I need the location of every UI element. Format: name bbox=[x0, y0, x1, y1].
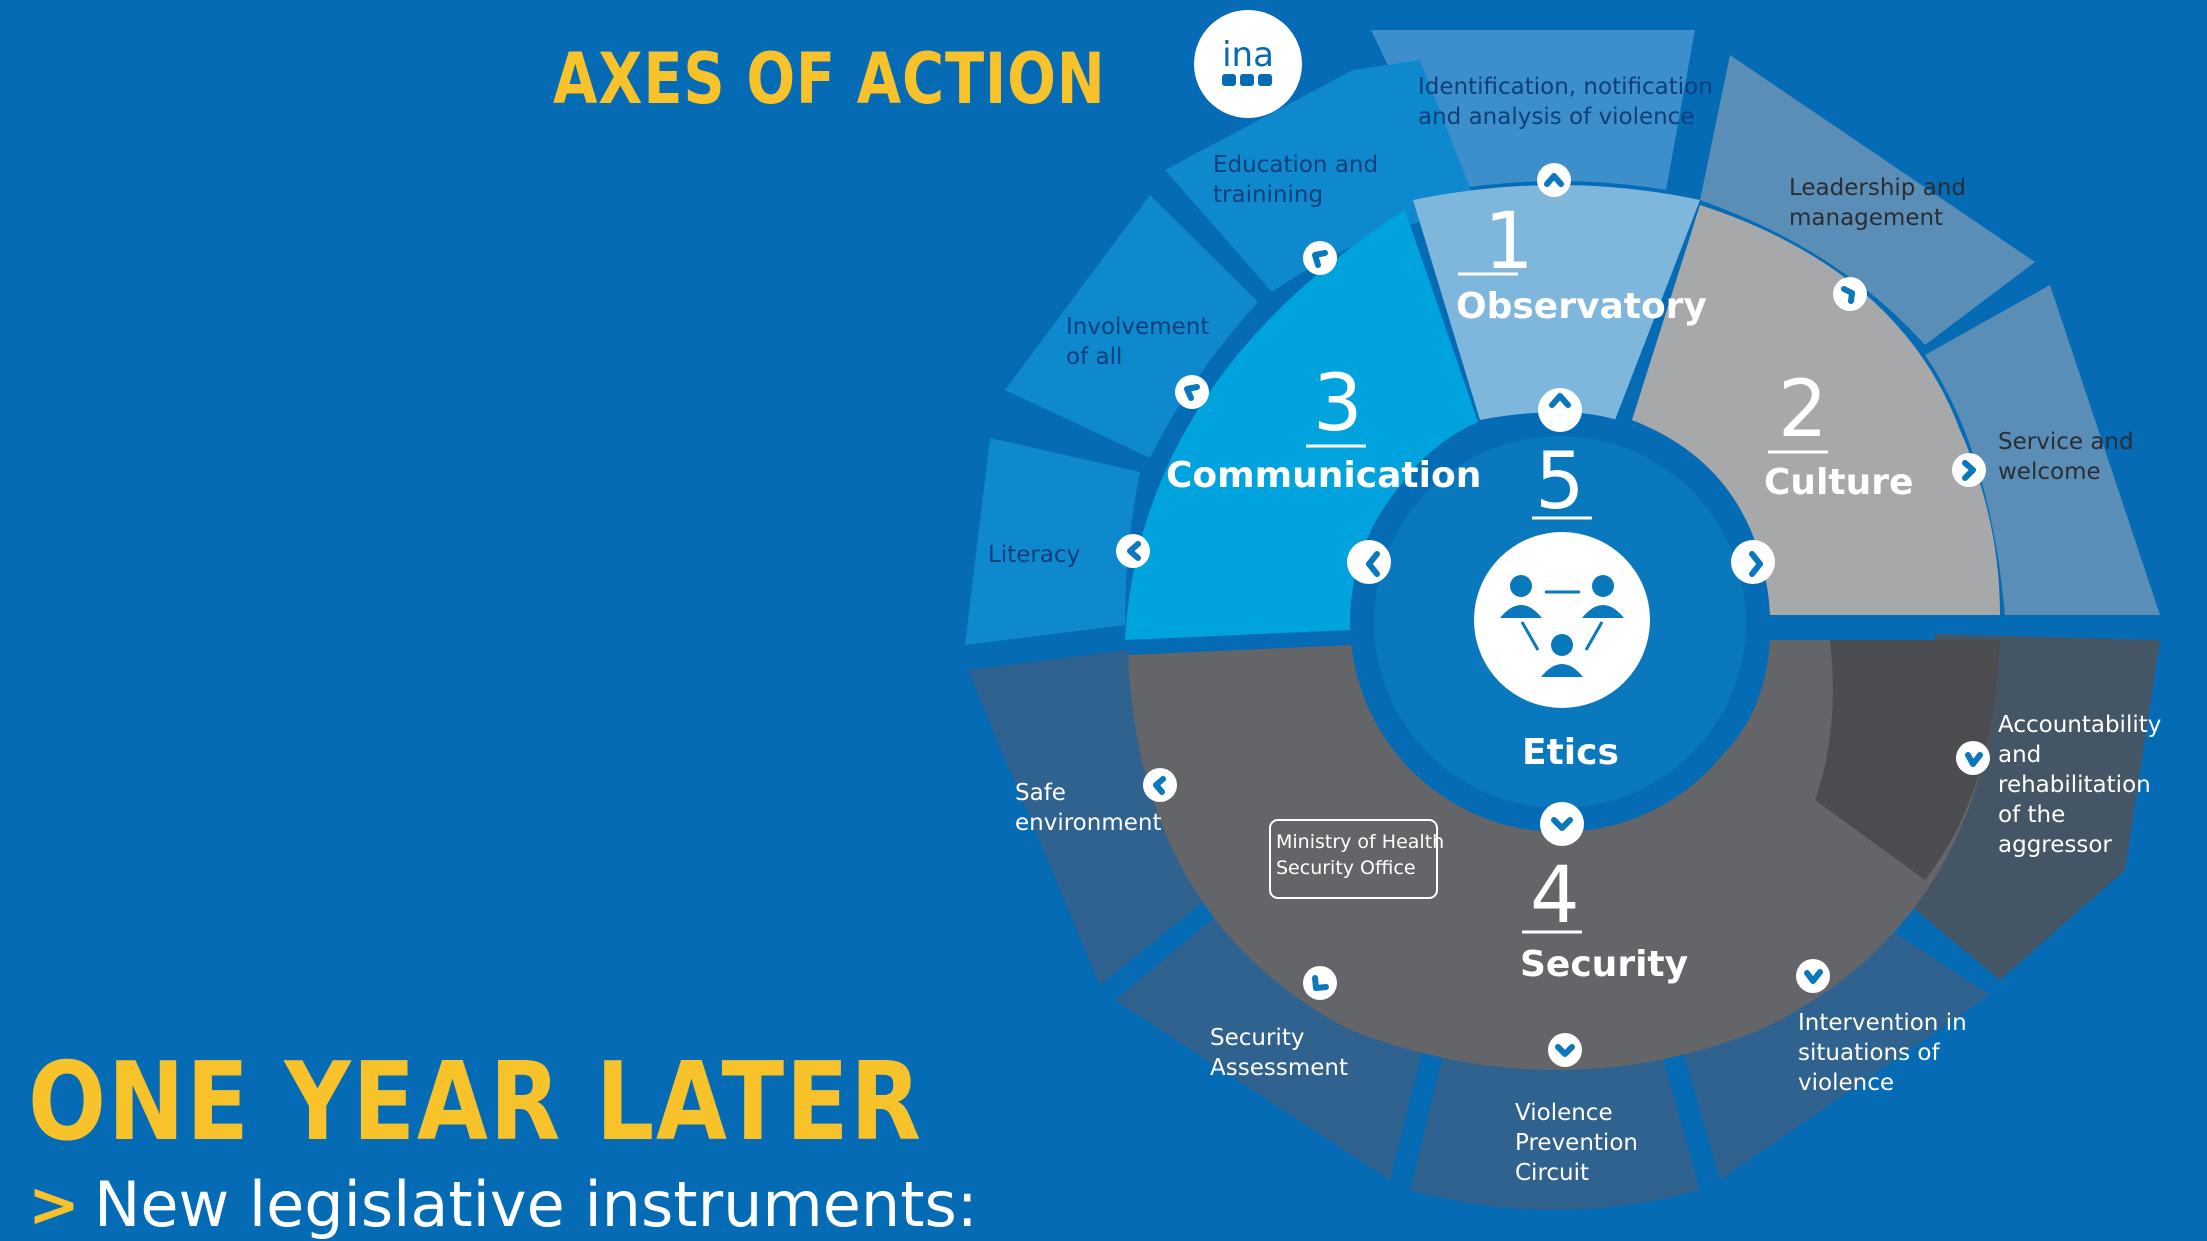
sector-security-dark bbox=[1815, 640, 2000, 880]
svg-text:Identification, notification: Identification, notification bbox=[1418, 74, 1713, 100]
people-network-icon bbox=[1500, 575, 1624, 677]
headline: ONE YEAR LATER bbox=[28, 1040, 923, 1165]
chevron-left-icon bbox=[1127, 541, 1141, 561]
node-culture bbox=[1731, 540, 1775, 584]
segment-leadership[interactable] bbox=[1700, 55, 2035, 345]
svg-text:Ministry of Health: Ministry of Health bbox=[1276, 831, 1444, 853]
chevron-icon bbox=[1312, 250, 1328, 268]
chevron-down-icon bbox=[1555, 1044, 1575, 1057]
chevron-down-icon bbox=[1551, 817, 1573, 831]
chevron-icon bbox=[1804, 969, 1823, 984]
chevron-right-icon bbox=[1962, 460, 1976, 481]
chevron-icon bbox=[1312, 975, 1329, 991]
axis-4-number: 4 bbox=[1530, 851, 1580, 941]
svg-text:Service and: Service and bbox=[1998, 429, 2134, 455]
axis-3-number: 3 bbox=[1313, 359, 1363, 449]
node-assessment bbox=[1303, 966, 1337, 1000]
svg-text:Safe: Safe bbox=[1015, 780, 1066, 806]
svg-text:situations of: situations of bbox=[1798, 1040, 1940, 1066]
svg-text:Circuit: Circuit bbox=[1515, 1160, 1589, 1186]
segment-prevention-circuit[interactable] bbox=[1410, 1048, 1700, 1210]
svg-text:Involvement: Involvement bbox=[1066, 314, 1209, 340]
axis-5-label: Etics bbox=[1522, 732, 1619, 773]
chevron-icon bbox=[1153, 776, 1166, 795]
svg-text:and analysis of violence: and analysis of violence bbox=[1418, 104, 1694, 130]
svg-text:ina: ina bbox=[1222, 35, 1274, 75]
bullet-text: New legislative instruments: bbox=[93, 1168, 978, 1241]
svg-text:management: management bbox=[1789, 205, 1943, 231]
svg-text:Assessment: Assessment bbox=[1210, 1055, 1348, 1081]
segment-service[interactable] bbox=[1925, 285, 2160, 615]
svg-text:Intervention in: Intervention in bbox=[1798, 1010, 1967, 1036]
segment-literacy[interactable] bbox=[965, 438, 1140, 645]
svg-text:rehabilitation: rehabilitation bbox=[1998, 772, 2151, 798]
node-markers bbox=[1116, 163, 1990, 1067]
svg-text:trainining: trainining bbox=[1213, 182, 1323, 208]
ina-logo-icon[interactable]: ina bbox=[1194, 10, 1302, 118]
svg-text:welcome: welcome bbox=[1998, 459, 2101, 485]
bullet-item: >New legislative instruments: bbox=[28, 1168, 978, 1241]
svg-text:Literacy: Literacy bbox=[988, 542, 1080, 568]
axis-4-label: Security bbox=[1520, 944, 1688, 985]
ministry-of-health-box: Ministry of Health Security Office bbox=[1269, 819, 1444, 899]
chevron-icon bbox=[1841, 286, 1855, 304]
page-title: AXES OF ACTION bbox=[553, 38, 1106, 120]
segment-involvement[interactable] bbox=[1005, 195, 1258, 458]
axis-2-number: 2 bbox=[1778, 365, 1828, 455]
segment-labels: Identification, notification and analysi… bbox=[988, 74, 2161, 1186]
segment-education[interactable] bbox=[1165, 60, 1478, 292]
sector-security[interactable] bbox=[1128, 640, 2000, 1070]
segment-safe-environment[interactable] bbox=[968, 650, 1218, 985]
svg-text:Leadership and: Leadership and bbox=[1789, 175, 1966, 201]
chevron-icons bbox=[1127, 173, 1983, 1057]
sector-observatory[interactable] bbox=[1413, 185, 1700, 420]
etics-icon-bg bbox=[1474, 532, 1650, 708]
chevron-right-icon bbox=[1749, 551, 1763, 577]
node-observatory bbox=[1538, 388, 1582, 432]
axis-3-label: Communication bbox=[1166, 455, 1481, 496]
chevron-icon bbox=[1184, 384, 1200, 401]
svg-text:violence: violence bbox=[1798, 1070, 1894, 1096]
bullet-arrow-icon: > bbox=[28, 1168, 80, 1241]
chevron-up-icon bbox=[1549, 393, 1571, 408]
chevron-left-icon bbox=[1366, 551, 1380, 577]
node-education bbox=[1303, 241, 1337, 275]
segment-intervention[interactable] bbox=[1680, 910, 1990, 1180]
svg-text:aggressor: aggressor bbox=[1998, 832, 2112, 858]
axis-5-number: 5 bbox=[1535, 437, 1585, 527]
segment-security-assessment[interactable] bbox=[1115, 905, 1425, 1180]
svg-text:environment: environment bbox=[1015, 810, 1161, 836]
chevron-icon bbox=[1965, 752, 1983, 767]
chevron-up-icon bbox=[1544, 173, 1564, 187]
axes-wheel-diagram: ina 1 bbox=[965, 10, 2161, 1210]
axis-labels: 1 Observatory 2 Culture 3 Communication … bbox=[1166, 197, 1913, 985]
svg-text:Security: Security bbox=[1210, 1025, 1304, 1051]
svg-text:Violence: Violence bbox=[1515, 1100, 1613, 1126]
axis-1-label: Observatory bbox=[1456, 286, 1707, 327]
svg-text:of the: of the bbox=[1998, 802, 2065, 828]
node-involvement bbox=[1175, 375, 1209, 409]
sector-communication[interactable] bbox=[1125, 210, 1478, 640]
svg-text:Accountability: Accountability bbox=[1998, 712, 2161, 738]
axis-1-number: 1 bbox=[1484, 197, 1534, 287]
sector-culture[interactable] bbox=[1632, 205, 2000, 615]
svg-text:Education and: Education and bbox=[1213, 152, 1378, 178]
svg-text:and: and bbox=[1998, 742, 2041, 768]
axis-2-label: Culture bbox=[1764, 462, 1913, 503]
svg-text:Prevention: Prevention bbox=[1515, 1130, 1638, 1156]
svg-text:Security Office: Security Office bbox=[1276, 857, 1416, 879]
svg-text:of all: of all bbox=[1066, 344, 1122, 370]
